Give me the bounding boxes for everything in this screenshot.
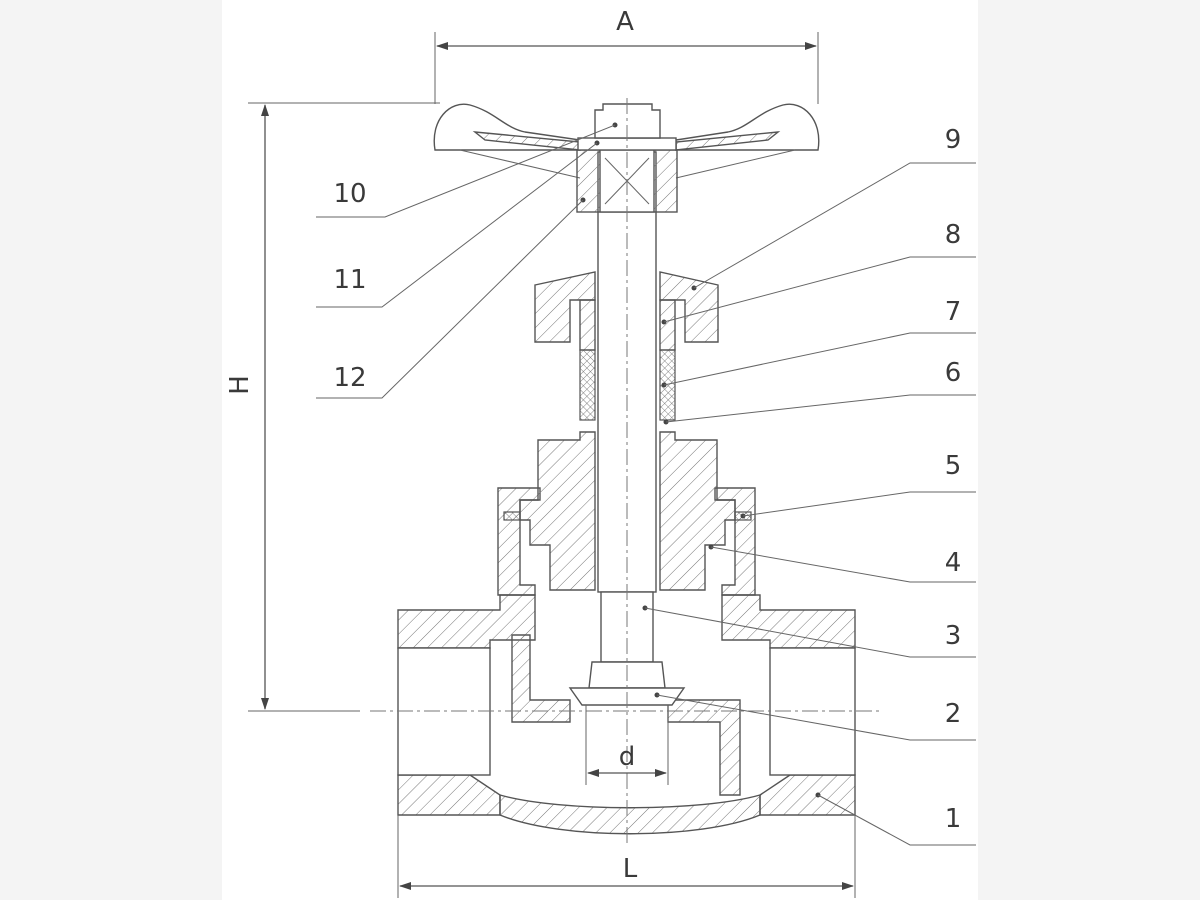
gasket-left [503, 511, 521, 521]
callout-4-leader [710, 546, 976, 583]
callout-5-label: 5 [945, 451, 962, 481]
callout-11-leader [316, 142, 598, 308]
dimension-l: L [397, 815, 856, 898]
callout-9: 9 [691, 125, 976, 291]
callout-7: 7 [661, 297, 976, 388]
callout-10: 10 [316, 122, 618, 218]
bonnet-right [659, 431, 736, 591]
callout-9-leader [693, 162, 976, 289]
dim-a-label: A [616, 7, 634, 37]
callout-2-leader [656, 694, 976, 741]
callout-1-leader [817, 794, 976, 846]
dim-l-label: L [623, 854, 638, 884]
callout-3-leader [644, 607, 976, 658]
body-right-port-bottom [759, 774, 856, 816]
callout-6-label: 6 [945, 358, 962, 388]
callout-9-label: 9 [945, 125, 962, 155]
callout-1-label: 1 [945, 804, 962, 834]
callout-8: 8 [661, 220, 976, 325]
callout-4-label: 4 [945, 548, 962, 578]
dimension-d: d [585, 705, 669, 785]
gland-nut [534, 271, 719, 343]
callout-3-label: 3 [945, 621, 962, 651]
body-belly [499, 794, 761, 835]
dim-h-label: H [225, 375, 255, 395]
dimension-a: A [434, 7, 819, 104]
callout-12: 12 [316, 197, 586, 399]
gland-nut-right [659, 271, 719, 343]
callout-12-label: 12 [333, 363, 366, 393]
callout-11: 11 [316, 140, 600, 308]
callout-2-label: 2 [945, 699, 962, 729]
packing-gland-right [659, 299, 676, 351]
bonnet-left [519, 431, 596, 591]
handwheel-web-right [675, 149, 796, 179]
callout-7-leader [663, 332, 976, 386]
callout-3: 3 [642, 605, 976, 658]
dimension-h: H [225, 102, 440, 712]
handwheel-web-left [459, 149, 581, 179]
body-left-port-bottom [397, 774, 501, 816]
callout-10-label: 10 [333, 179, 366, 209]
callout-2: 2 [654, 692, 976, 741]
callout-10-leader [316, 124, 616, 218]
callout-8-label: 8 [945, 220, 962, 250]
packing-gland-left [579, 299, 596, 351]
callout-5-leader [742, 491, 976, 517]
body-right-port-top [721, 594, 856, 649]
callout-6-leader [665, 394, 976, 423]
body-seat-wall [511, 634, 571, 723]
callout-4: 4 [708, 544, 976, 583]
callout-1: 1 [815, 792, 976, 846]
callout-6: 6 [663, 358, 976, 425]
bonnet [519, 431, 736, 591]
callout-11-label: 11 [333, 265, 366, 295]
valve-body [397, 487, 856, 835]
handwheel [433, 103, 820, 213]
packing-left [579, 349, 596, 421]
callout-5: 5 [740, 451, 976, 519]
callout-7-label: 7 [945, 297, 962, 327]
gland-nut-left [534, 271, 596, 343]
body-seat-right [667, 699, 741, 796]
dim-d-label: d [619, 742, 636, 772]
callout-8-leader [663, 256, 976, 323]
callout-12-leader [316, 199, 584, 399]
